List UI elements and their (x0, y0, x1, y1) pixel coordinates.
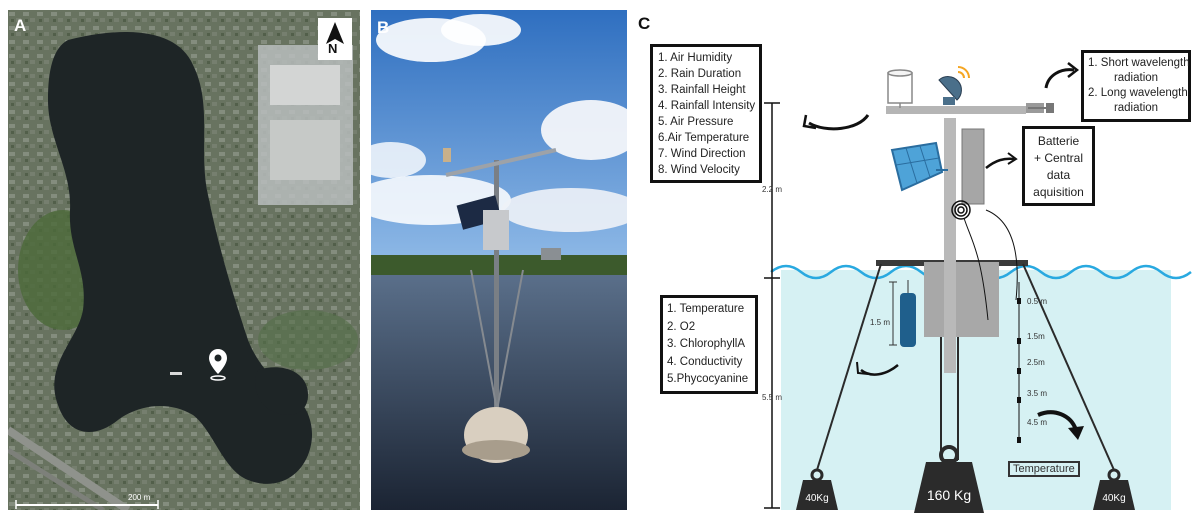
panel-b-label: B (377, 18, 390, 37)
air-sensor-item: 5. Air Pressure (658, 116, 734, 128)
radiation-item: radiation (1113, 72, 1159, 84)
rain-gauge-icon (887, 69, 913, 108)
north-label: N (328, 41, 338, 56)
battery-item: + Central (1033, 151, 1084, 165)
temp-depth-label: 1.5m (1027, 332, 1045, 341)
air-sensor-item: 6.Air Temperature (658, 132, 750, 144)
air-sensor-item: 1. Air Humidity (658, 52, 733, 64)
scale-label: 200 m (128, 493, 151, 502)
water-sensor-item: 1. Temperature (667, 303, 745, 315)
air-sensor-item: 8. Wind Velocity (658, 164, 740, 176)
temp-depth-label: 3.5 m (1027, 389, 1048, 398)
arrow-to-temperature-icon (1037, 410, 1084, 440)
battery-box (961, 128, 985, 205)
temp-depth-label: 0.5 m (1027, 297, 1048, 306)
arrow-to-water-sensors-icon (856, 361, 899, 376)
panel-b-station-photo: B (371, 10, 627, 510)
air-sensor-item: 7. Wind Direction (658, 148, 746, 160)
weight-right-label: 40Kg (1102, 493, 1126, 504)
probe-depth-label: 1.5 m (870, 318, 891, 327)
battery-item: Batterie (1037, 134, 1080, 148)
station-mast (944, 118, 956, 373)
water-sensors-list: 1. Temperature 2. O2 3. ChlorophyllA 4. … (660, 295, 758, 394)
temperature-label: Temperature (1008, 461, 1080, 477)
panel-c-schematic: C 1. Air Humidity 2. Rain Duration 3. Ra… (636, 0, 1196, 513)
radiation-item: 2. Long wavelength (1088, 87, 1188, 99)
panel-a-label: A (14, 16, 27, 35)
arrow-to-air-sensors-icon (802, 114, 870, 131)
weight-center-label: 160 Kg (926, 487, 972, 503)
weight-left-icon (796, 468, 838, 510)
schematic-drawing (764, 62, 1192, 513)
water-sensor-item: 2. O2 (667, 320, 696, 333)
station-photo-image (371, 10, 627, 510)
solar-panel-icon (890, 141, 948, 192)
radiation-item: radiation (1113, 102, 1159, 114)
north-arrow-icon (318, 18, 352, 60)
water-sensor-item: 4. Conductivity (667, 355, 743, 368)
aerial-image (8, 10, 360, 510)
battery-data-acquisition-box: Batterie + Central data aquisition (1022, 126, 1095, 206)
air-sensor-item: 3. Rainfall Height (658, 84, 746, 96)
temp-depth-label: 2.5m (1027, 358, 1045, 367)
radiation-item: 1. Short wavelength (1088, 57, 1190, 69)
radiometer-icon (1028, 103, 1054, 113)
air-sensor-item: 2. Rain Duration (658, 68, 742, 80)
height-above-label: 2.2 m (762, 185, 783, 194)
height-scale-bar (764, 102, 780, 509)
panel-a-aerial-map: A N 200 m (8, 10, 360, 510)
battery-item: data (1046, 168, 1071, 182)
cross-arm (886, 106, 1026, 114)
air-sensor-item: 4. Rainfall Intensity (658, 100, 756, 112)
radiation-sensors-list: 1. Short wavelength radiation 2. Long wa… (1081, 50, 1191, 122)
temp-depth-label: 4.5 m (1027, 418, 1048, 427)
weight-center-icon (914, 445, 984, 513)
float-body (924, 262, 999, 337)
weight-right-icon (1093, 468, 1135, 510)
depth-below-label: 5.5 m (762, 393, 783, 402)
weight-left-label: 40Kg (805, 493, 829, 504)
panel-c-label: C (638, 14, 651, 33)
water-probe-icon (900, 280, 916, 347)
scale-bar (15, 500, 159, 509)
satellite-dish-icon (938, 66, 970, 105)
temperature-chain (1017, 282, 1021, 443)
cable-coil-icon (951, 200, 971, 220)
water-sensor-item: 5.Phycocyanine (667, 373, 749, 385)
water-sensor-item: 3. ChlorophyllA (667, 338, 745, 350)
air-sensors-list: 1. Air Humidity 2. Rain Duration 3. Rain… (650, 44, 762, 183)
battery-item: aquisition (1033, 185, 1084, 199)
arrow-to-radiation-icon (1044, 62, 1080, 89)
arrow-to-battery-icon (985, 152, 1018, 169)
